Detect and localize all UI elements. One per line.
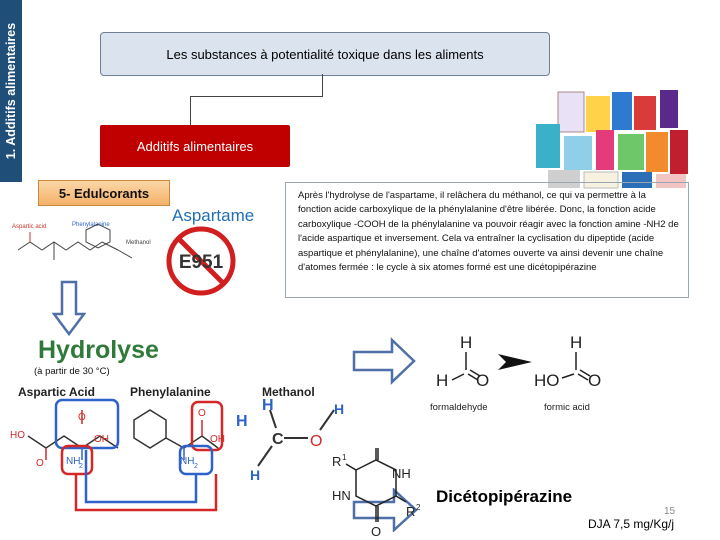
category-label: Additifs alimentaires <box>136 138 254 154</box>
side-title: 1. Additifs alimentaires <box>4 22 19 160</box>
dkp-name: Dicétopipérazine <box>436 487 573 506</box>
section-box: 5- Edulcorants <box>38 180 170 206</box>
hydrolysis-structure: Aspartic Acid Phenylalanine Methanol HO … <box>10 385 344 512</box>
page-title: Les substances à potentialité toxique da… <box>166 46 484 62</box>
dkp-o-bottom: O <box>371 524 381 539</box>
right-arrow-top <box>352 337 416 385</box>
dkp-nh: NH <box>392 466 411 481</box>
formaldehyde-h-left: H <box>436 371 448 390</box>
side-title-band: 1. Additifs alimentaires <box>0 0 22 182</box>
dkp-r2: R <box>406 504 415 519</box>
small-aspartic-label: Aspartic acid <box>12 224 46 230</box>
small-aspartame-structure: Aspartic acid Phenylalanine Methanol <box>12 222 151 260</box>
o-left: O <box>36 458 44 469</box>
description-box: Après l'hydrolyse de l'aspartame, il rel… <box>285 182 689 298</box>
connector-v2 <box>190 96 191 125</box>
connector-v1 <box>322 74 323 96</box>
formic-o: O <box>588 371 601 390</box>
dkp-r1-sup: 1 <box>342 453 347 462</box>
hydrolyse-label: Hydrolyse <box>38 336 159 364</box>
hydrolyse-note: (à partir de 30 °C) <box>34 366 110 377</box>
dja-label: DJA 7,5 mg/Kg/j <box>588 517 675 531</box>
nh2-aspartic: NH <box>66 456 80 467</box>
aspartame-label: Aspartame <box>172 206 255 225</box>
nh2-phenyl-sub: 2 <box>194 463 198 470</box>
o-top: O <box>78 412 86 423</box>
formic-h-top: H <box>570 333 582 352</box>
phenylalanine-label: Phenylalanine <box>130 385 211 399</box>
description-text: Après l'hydrolyse de l'aspartame, il rel… <box>298 190 679 274</box>
h-left: H <box>236 413 248 430</box>
dkp-hn: HN <box>332 488 351 503</box>
small-methanol-label: Methanol <box>126 240 151 246</box>
formaldehyde-h-top: H <box>460 333 472 352</box>
title-box: Les substances à potentialité toxique da… <box>100 32 550 76</box>
aspartic-acid-label: Aspartic Acid <box>18 385 95 399</box>
h-bottom: H <box>250 467 260 483</box>
oh-phenyl: OH <box>210 434 225 445</box>
product-collage <box>536 90 688 189</box>
down-arrow <box>52 280 86 336</box>
small-phenyl-label: Phenylalanine <box>72 222 110 228</box>
methanol-label: Methanol <box>262 385 315 399</box>
section-label: 5- Edulcorants <box>58 185 150 201</box>
ho-left: HO <box>10 430 25 441</box>
nh2-phenyl: NH <box>180 456 194 467</box>
nh2-aspartic-sub: 2 <box>79 463 83 470</box>
diketopiperazine-structure: R 1 NH HN R 2 O <box>332 448 421 539</box>
e951-stamp: E951 <box>166 226 236 296</box>
oxidation-reaction: H H O formaldehyde H HO O formic acid <box>430 333 601 413</box>
formic-ho: HO <box>534 371 560 390</box>
formaldehyde-o: O <box>476 371 489 390</box>
dkp-r1: R <box>332 454 341 469</box>
right-arrow-bottom <box>352 488 418 532</box>
oh-aspartic: OH <box>94 434 109 445</box>
o-methanol: O <box>310 433 322 450</box>
category-box: Additifs alimentaires <box>100 125 290 167</box>
dkp-r2-sup: 2 <box>416 503 421 512</box>
connector-h <box>190 96 323 97</box>
slide-number: 15 <box>664 506 676 517</box>
e951-text: E951 <box>179 252 224 273</box>
h-right: H <box>334 401 344 417</box>
formaldehyde-label: formaldehyde <box>430 402 488 413</box>
formic-acid-label: formic acid <box>544 402 590 413</box>
c-center: C <box>272 431 284 448</box>
h-top: H <box>262 397 274 414</box>
o-phenyl: O <box>198 408 206 419</box>
